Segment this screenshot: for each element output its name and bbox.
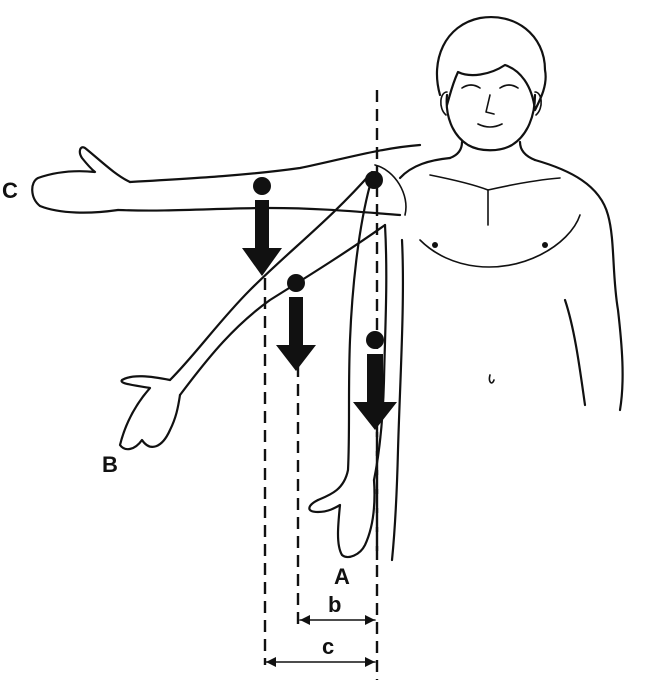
weight-arrow-a	[353, 331, 397, 430]
shoulder-joint-c	[374, 164, 407, 216]
hand-c	[31, 146, 132, 214]
neck-right	[518, 140, 537, 162]
navel	[488, 374, 495, 384]
nose	[485, 94, 495, 115]
arm-a-inner	[372, 223, 388, 482]
clavicle-right	[487, 177, 561, 191]
neck-left	[448, 140, 464, 160]
right-nipple	[542, 242, 548, 248]
label-distance-c: c	[322, 634, 334, 659]
arm-a	[308, 183, 388, 559]
arm-c	[31, 143, 422, 217]
distance-b-marker	[299, 615, 376, 625]
hand-b	[118, 375, 182, 451]
left-ear	[440, 91, 448, 116]
arm-c-upper	[128, 143, 422, 184]
trunk-right-inner	[563, 298, 587, 407]
chest-line	[419, 214, 581, 268]
label-position-a: A	[334, 564, 350, 589]
trunk-left-side	[390, 238, 405, 562]
left-eye	[461, 84, 481, 89]
distance-c-marker	[265, 657, 376, 667]
trunk-right-side	[533, 158, 624, 412]
weight-arrow-b	[276, 274, 316, 371]
left-nipple	[432, 242, 438, 248]
shoulder-pivot-dot	[365, 171, 383, 189]
arm-b-lower	[178, 223, 387, 397]
right-eye	[499, 84, 519, 89]
label-position-c: C	[2, 178, 18, 203]
weight-arrow-c	[242, 177, 282, 276]
mouth	[477, 123, 503, 128]
torso-figure	[390, 15, 624, 562]
arm-b	[118, 170, 387, 451]
face	[445, 93, 537, 152]
arm-c-lower	[116, 206, 402, 217]
label-position-b: B	[102, 452, 118, 477]
arm-a-outer	[316, 183, 372, 502]
clavicle-left	[429, 174, 489, 191]
right-ear	[534, 91, 542, 116]
trunk-left-shoulder	[398, 156, 452, 180]
hand-a	[308, 478, 376, 559]
arm-b-upper	[168, 170, 374, 382]
label-distance-b: b	[328, 592, 341, 617]
hair	[435, 15, 547, 112]
